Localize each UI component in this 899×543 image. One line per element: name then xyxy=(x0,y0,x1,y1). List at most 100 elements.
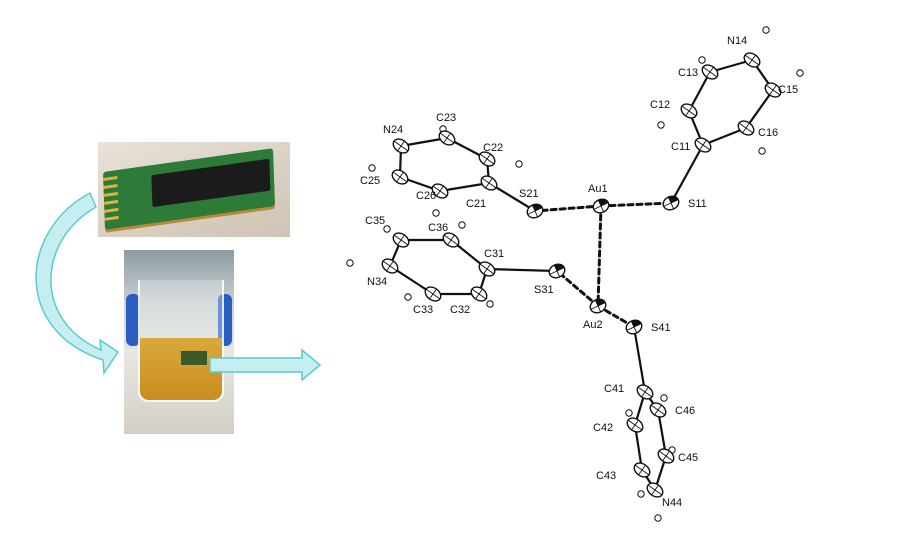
atom-label-c26: C26 xyxy=(416,190,436,202)
curved-arrow-icon xyxy=(35,191,120,376)
atom-c32 xyxy=(470,286,488,302)
atom-label-c13: C13 xyxy=(678,67,698,79)
atom-label-c11: C11 xyxy=(671,141,690,153)
circuit-board-photo xyxy=(98,142,290,237)
covalent-bond xyxy=(656,408,668,458)
hydrogen-layer xyxy=(346,26,804,522)
atom-au1 xyxy=(592,198,610,214)
atom-label-c31: C31 xyxy=(484,248,504,260)
covalent-bond xyxy=(744,88,775,130)
atom-c31 xyxy=(478,261,496,277)
atom-label-c46: C46 xyxy=(675,405,695,417)
submerged-chip xyxy=(180,350,208,366)
blue-clamp xyxy=(126,294,140,346)
hydrogen-atom xyxy=(698,56,706,64)
hydrogen-atom xyxy=(432,209,440,217)
hydrogen-atom xyxy=(625,409,633,417)
atom-c13 xyxy=(701,64,719,80)
hydrogen-atom xyxy=(404,293,412,301)
gold-liquid xyxy=(140,338,222,400)
atom-s41 xyxy=(625,319,643,335)
beaker-with-gold-liquid-photo xyxy=(124,250,234,434)
atom-c35 xyxy=(392,232,410,248)
covalent-bond xyxy=(632,325,647,394)
atom-label-c45: C45 xyxy=(678,452,698,464)
atom-label-au1: Au1 xyxy=(588,183,608,195)
hydrogen-atom xyxy=(637,490,645,498)
atom-n34 xyxy=(381,258,399,274)
atom-label-c41: C41 xyxy=(604,383,624,395)
atom-label-c32: C32 xyxy=(450,304,470,316)
covalent-bond xyxy=(687,70,712,113)
atom-label-c33: C33 xyxy=(413,304,433,316)
atom-label-c15: C15 xyxy=(778,84,798,96)
atom-c12 xyxy=(680,103,698,119)
atom-label-c43: C43 xyxy=(596,470,616,482)
blue-clamp xyxy=(218,294,232,346)
covalent-bond xyxy=(438,181,491,193)
atom-label-s21: S21 xyxy=(519,188,539,200)
atom-c46 xyxy=(649,402,667,418)
hydrogen-atom xyxy=(796,69,804,77)
atom-label-au2: Au2 xyxy=(583,319,603,331)
au-contact-bond xyxy=(533,204,603,213)
atom-c22 xyxy=(478,151,496,167)
bond-layer xyxy=(388,58,775,492)
au-contact-bond xyxy=(596,204,603,308)
covalent-bond xyxy=(669,143,705,205)
atom-label-s11: S11 xyxy=(688,198,707,210)
atom-label-n14: N14 xyxy=(727,35,747,47)
atom-label-c22: C22 xyxy=(483,142,503,154)
atom-c15 xyxy=(764,82,782,98)
atom-s21 xyxy=(526,203,544,219)
atom-c43 xyxy=(633,462,651,478)
au-contact-bond xyxy=(555,269,600,308)
atom-s31 xyxy=(548,263,566,279)
atom-label-c25: C25 xyxy=(360,175,380,187)
atom-n14 xyxy=(743,52,761,68)
atom-label-c16: C16 xyxy=(758,127,778,139)
atom-c23 xyxy=(438,130,456,146)
atom-label-s41: S41 xyxy=(651,322,671,334)
atom-label-n24: N24 xyxy=(383,124,403,136)
atom-label-c12: C12 xyxy=(650,99,670,111)
atom-label-c36: C36 xyxy=(428,222,448,234)
atom-c21 xyxy=(480,175,498,191)
atom-label-s31: S31 xyxy=(534,284,554,296)
hydrogen-atom xyxy=(758,147,766,155)
atom-c42 xyxy=(626,417,644,433)
hydrogen-atom xyxy=(346,259,354,267)
covalent-bond xyxy=(485,267,559,273)
hydrogen-atom xyxy=(515,160,523,168)
hydrogen-atom xyxy=(660,394,668,402)
hydrogen-atom xyxy=(368,164,376,172)
hydrogen-atom xyxy=(657,121,665,129)
hydrogen-atom xyxy=(654,514,662,522)
hydrogen-atom xyxy=(458,221,466,229)
atom-s11 xyxy=(662,195,680,211)
atom-layer xyxy=(381,52,782,498)
atom-n44 xyxy=(646,482,664,498)
atom-label-c21: C21 xyxy=(466,198,486,210)
covalent-bond xyxy=(399,136,449,148)
atom-label-n34: N34 xyxy=(367,276,387,288)
atom-c11 xyxy=(694,137,712,153)
atom-label-c42: C42 xyxy=(593,422,613,434)
atom-c36 xyxy=(442,232,460,248)
atom-label-n44: N44 xyxy=(662,497,682,509)
label-layer: Au1Au2S11S21S31S41C11C12C13N14C15C16C21C… xyxy=(360,35,798,509)
atom-c16 xyxy=(737,120,755,136)
beaker xyxy=(138,280,224,402)
atom-label-c35: C35 xyxy=(365,215,385,227)
hydrogen-atom xyxy=(762,26,770,34)
au-contact-bond xyxy=(599,201,673,208)
atom-c41 xyxy=(636,384,654,400)
covalent-bond xyxy=(701,126,748,147)
hydrogen-atom xyxy=(383,225,391,233)
atom-c25 xyxy=(391,169,409,185)
hydrogen-atom xyxy=(486,300,494,308)
atom-label-c23: C23 xyxy=(436,112,456,124)
straight-arrow-icon xyxy=(209,348,322,382)
atom-c26 xyxy=(431,183,449,199)
